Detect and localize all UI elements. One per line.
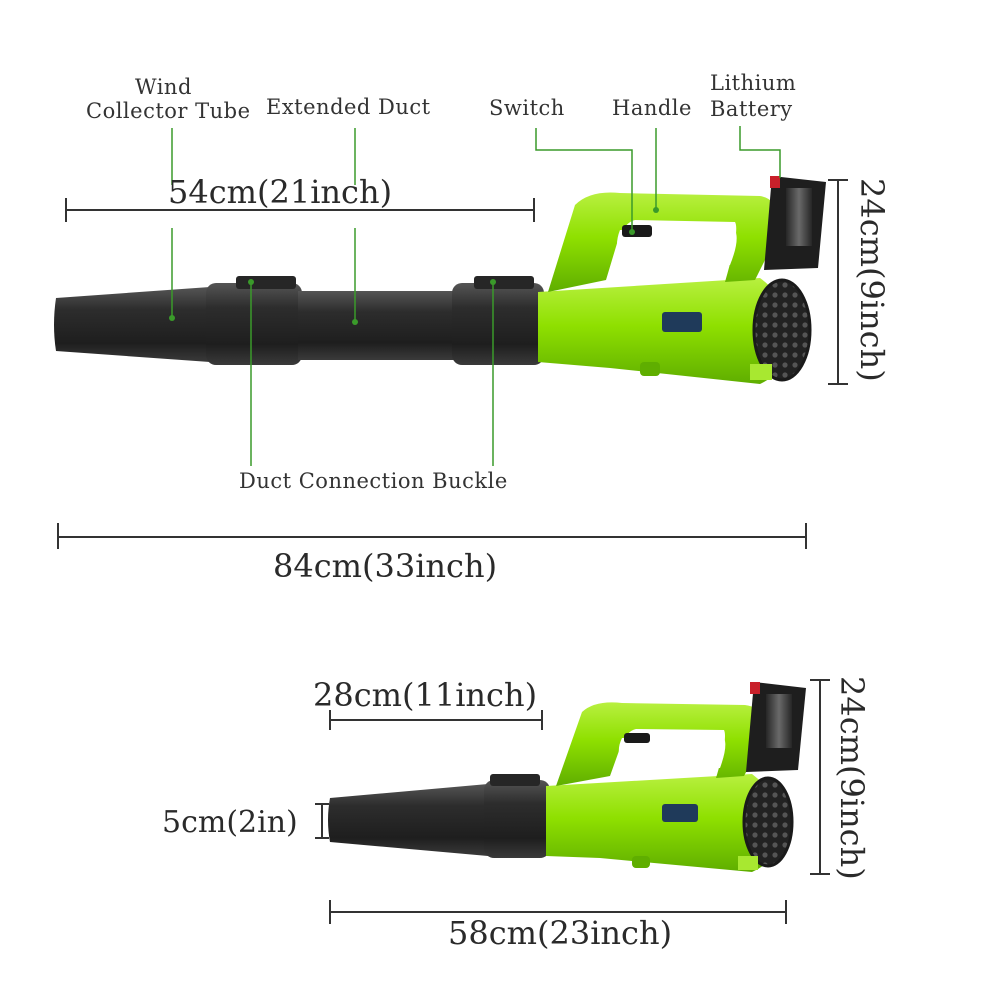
dim-bottom-height: 24cm(9inch) [833, 676, 871, 880]
label-switch: Switch [489, 96, 565, 120]
dim-bottom-nozzle: 28cm(11inch) [313, 676, 538, 714]
dim-bottom-total: 58cm(23inch) [448, 914, 673, 952]
short-coupling [484, 780, 550, 858]
switch [622, 225, 652, 237]
dimension-lines-top [57, 179, 848, 549]
label-wind-line2: Collector Tube [86, 99, 251, 123]
duct-buckle-2 [474, 276, 534, 289]
label-extended-duct: Extended Duct [266, 95, 431, 119]
dimension-lines-bottom [315, 679, 830, 924]
handle-bottom [556, 702, 764, 786]
leader-lines [171, 126, 781, 466]
bottom-blower [328, 682, 806, 872]
label-duct-buckle: Duct Connection Buckle [239, 469, 508, 493]
wind-collector-tube [54, 287, 210, 362]
extended-duct [298, 291, 458, 360]
short-buckle [490, 774, 540, 786]
brand-badge [662, 312, 702, 332]
rear-vent [752, 278, 812, 382]
label-handle: Handle [612, 96, 692, 120]
handle [548, 192, 778, 292]
label-lithium-line2: Battery [710, 97, 793, 121]
dim-bottom-diameter: 5cm(2in) [162, 805, 298, 840]
dim-top-height: 24cm(9inch) [853, 178, 891, 382]
green-motor-body-bottom [546, 774, 780, 872]
dim-top-total: 84cm(33inch) [273, 547, 498, 585]
duct-buckle-1 [236, 276, 296, 289]
label-wind-line1: Wind [135, 75, 192, 99]
label-lithium-line1: Lithium [710, 71, 797, 95]
duct-coupling-2 [452, 283, 544, 365]
top-blower [54, 176, 826, 384]
dim-top-duct: 54cm(21inch) [168, 173, 393, 211]
duct-coupling-1 [206, 283, 302, 365]
short-nozzle [328, 784, 488, 856]
